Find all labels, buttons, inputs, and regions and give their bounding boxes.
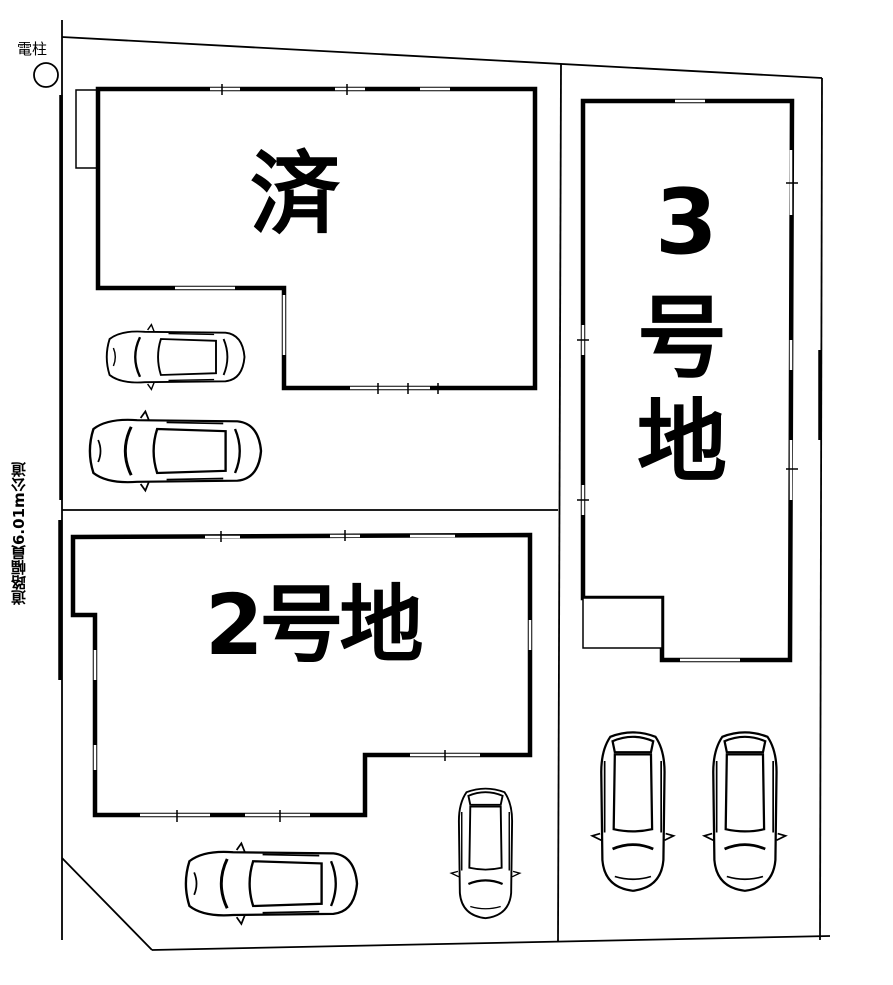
lot-label-3-chi: 地 — [637, 390, 727, 495]
house-footprint-lot-3 — [577, 98, 798, 663]
utility-pole-label: 電柱 — [17, 40, 48, 58]
house-footprint-lot-2 — [70, 530, 533, 822]
parking-car-sold-1 — [105, 323, 246, 391]
utility-pole-icon — [33, 62, 59, 88]
parking-car-sold-2 — [88, 409, 263, 493]
fence-left — [58, 95, 822, 680]
parking-car-lot-3-1 — [590, 730, 675, 893]
parking-car-lot-3-2 — [702, 730, 787, 893]
site-boundary — [61, 20, 831, 951]
lot-label-2: 2号地 — [205, 576, 423, 674]
house-footprint-sold — [75, 84, 538, 394]
lot-label-3-go: 号 — [637, 286, 727, 391]
road-width-label: 道路幅員6.01m公道 — [10, 462, 28, 605]
lot-label-sold: 済 — [250, 142, 340, 247]
lot-label-3-number: 3 — [655, 170, 718, 275]
parking-car-lot-2-1 — [184, 841, 359, 926]
parking-car-lot-2-2 — [450, 787, 521, 920]
